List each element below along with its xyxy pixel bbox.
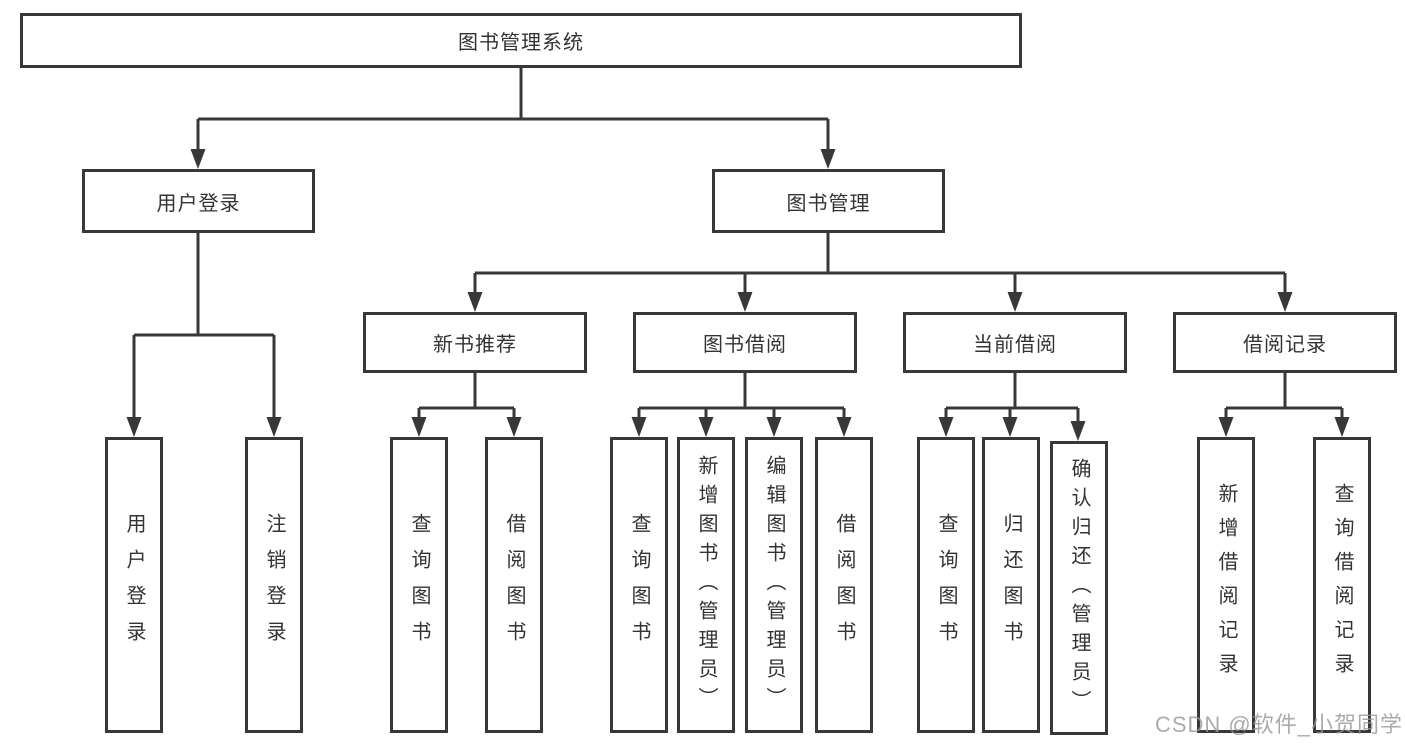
node-borrowing-records: 借阅记录 — [1173, 312, 1397, 373]
leaf-confirm-return-admin: 确认归还（管理员） — [1050, 441, 1108, 735]
node-library-management-system: 图书管理系统 — [20, 13, 1022, 68]
leaf-user-login: 用户登录 — [105, 437, 163, 733]
node-new-book-recommendation: 新书推荐 — [363, 312, 587, 373]
node-book-borrowing: 图书借阅 — [633, 312, 857, 373]
leaf-query-borrow-record: 查询借阅记录 — [1313, 437, 1371, 733]
leaf-query-books-borrowing: 查询图书 — [610, 437, 668, 733]
leaf-add-borrow-record: 新增借阅记录 — [1197, 437, 1255, 733]
leaf-query-books-recommend: 查询图书 — [390, 437, 448, 733]
leaf-borrow-book-recommend: 借阅图书 — [485, 437, 543, 733]
node-user-login: 用户登录 — [82, 169, 315, 233]
leaf-return-book: 归还图书 — [982, 437, 1040, 733]
node-book-management: 图书管理 — [712, 169, 945, 233]
csdn-watermark: CSDN @软件_小贺同学 — [1154, 712, 1403, 737]
leaf-borrow-book: 借阅图书 — [815, 437, 873, 733]
node-current-borrowing: 当前借阅 — [903, 312, 1127, 373]
leaf-add-book-admin: 新增图书（管理员） — [677, 437, 735, 733]
leaf-logout: 注销登录 — [245, 437, 303, 733]
leaf-edit-book-admin: 编辑图书（管理员） — [745, 437, 803, 733]
leaf-query-books-current: 查询图书 — [917, 437, 975, 733]
